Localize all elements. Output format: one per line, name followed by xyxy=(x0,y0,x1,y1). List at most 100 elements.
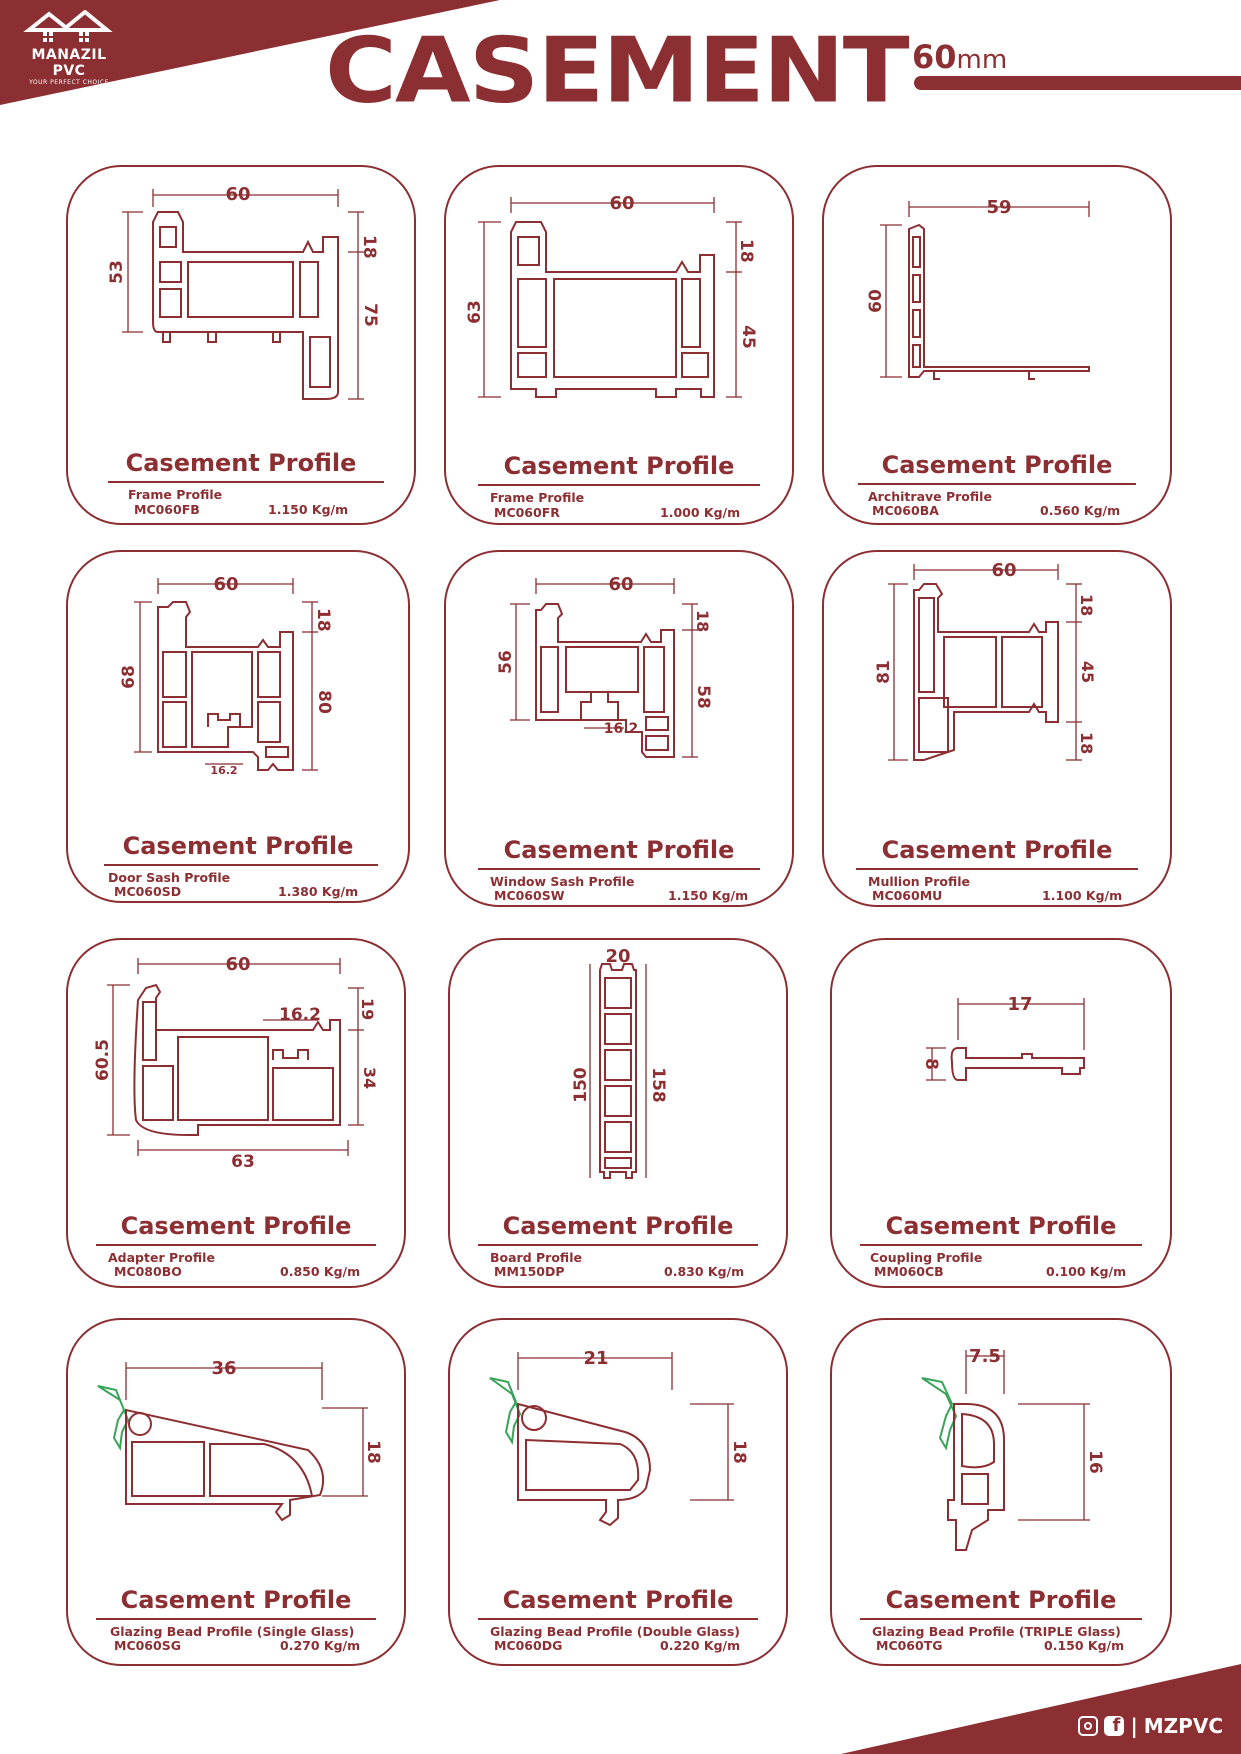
card-weight: 1.100 Kg/m xyxy=(1042,888,1123,903)
card-divider xyxy=(478,868,760,870)
profile-card: 7.5 16 Casement Profile Glazing Bead Pro… xyxy=(830,1318,1172,1666)
dim-label: 16.2 xyxy=(279,1005,321,1025)
gasket-shape xyxy=(489,1377,522,1445)
profile-drawing: 21 18 xyxy=(489,1348,749,1527)
card-title: Casement Profile xyxy=(122,832,354,860)
card-title: Casement Profile xyxy=(125,449,357,477)
card-weight: 0.830 Kg/m xyxy=(664,1264,745,1279)
dim-label: 16.2 xyxy=(210,764,237,777)
profile-drawing: 60 18 81 45 18 xyxy=(874,560,1097,761)
title-size-value: 60 xyxy=(912,38,957,76)
card-weight: 1.000 Kg/m xyxy=(660,505,741,520)
profile-card: 60 16.2 19 60.5 34 63 Casement Profile A… xyxy=(66,938,406,1288)
dim-label: 7.5 xyxy=(969,1346,1001,1367)
card-subtitle: Glazing Bead Profile (Single Glass) xyxy=(110,1624,355,1639)
card-title: Casement Profile xyxy=(120,1212,352,1240)
card-subtitle: Window Sash Profile xyxy=(490,874,635,889)
dim-label: 16 xyxy=(1085,1450,1105,1474)
card-subtitle: Glazing Bead Profile (TRIPLE Glass) xyxy=(872,1624,1121,1639)
profile-drawing: 60 18 56 58 16.2 xyxy=(496,574,713,758)
dim-label: 16.2 xyxy=(604,721,639,737)
card-divider xyxy=(860,1618,1142,1620)
card-code: MC060MU xyxy=(872,888,943,903)
dim-label: 59 xyxy=(986,197,1011,218)
dim-label: 21 xyxy=(583,1348,608,1369)
dim-label: 8 xyxy=(921,1058,941,1070)
dim-label: 18 xyxy=(729,1440,749,1464)
corner-band-top xyxy=(0,0,500,105)
profile-drawing: 60 18 53 75 xyxy=(107,184,380,400)
dim-label: 81 xyxy=(874,660,894,684)
dim-label: 17 xyxy=(1007,994,1032,1015)
dim-label: 45 xyxy=(738,325,758,349)
footer-separator: | xyxy=(1130,1714,1138,1738)
profile-drawing: 60 16.2 19 60.5 34 63 xyxy=(93,954,379,1172)
dim-label: 18 xyxy=(363,1440,383,1464)
card-subtitle: Mullion Profile xyxy=(868,874,970,889)
dim-label: 60 xyxy=(213,574,238,595)
dim-label: 68 xyxy=(119,665,139,689)
profile-card: 60 18 63 45 Casement Profile Frame Profi… xyxy=(444,165,794,525)
dim-label: 56 xyxy=(496,650,516,674)
card-title: Casement Profile xyxy=(885,1586,1117,1614)
card-title: Casement Profile xyxy=(120,1586,352,1614)
profile-drawing: 60 18 63 45 xyxy=(465,193,758,398)
card-divider xyxy=(478,1618,758,1620)
card-subtitle: Glazing Bead Profile (Double Glass) xyxy=(490,1624,740,1639)
dim-label: 158 xyxy=(648,1067,668,1103)
brand-tagline: YOUR PERFECT CHOICE xyxy=(29,79,109,86)
card-subtitle: Board Profile xyxy=(490,1250,582,1265)
profile-card: 17 8 Casement Profile Coupling Profile M… xyxy=(830,938,1172,1288)
facebook-icon[interactable] xyxy=(1104,1715,1125,1736)
dim-label: 53 xyxy=(107,260,127,284)
dim-label: 19 xyxy=(358,998,377,1020)
profile-card: 36 18 Casement Profile Glazing Bead Prof… xyxy=(66,1318,406,1666)
dim-label: 58 xyxy=(693,685,713,709)
corner-band-bottom xyxy=(841,1664,1241,1754)
profile-card: 21 18 Casement Profile Glazing Bead Prof… xyxy=(448,1318,788,1666)
card-divider xyxy=(858,483,1136,485)
title-underline xyxy=(914,76,1241,90)
card-title: Casement Profile xyxy=(885,1212,1117,1240)
card-weight: 0.560 Kg/m xyxy=(1040,503,1121,518)
instagram-icon[interactable] xyxy=(1078,1716,1099,1736)
card-weight: 0.150 Kg/m xyxy=(1044,1638,1125,1653)
card-divider xyxy=(478,1244,758,1246)
card-title: Casement Profile xyxy=(503,836,735,864)
dim-label: 20 xyxy=(605,946,630,967)
card-subtitle: Frame Profile xyxy=(490,490,585,505)
dim-label: 18 xyxy=(313,608,333,632)
page-title: CASEMENT xyxy=(325,18,910,124)
card-code: MC060DG xyxy=(494,1638,563,1653)
card-code: MC060SG xyxy=(114,1638,181,1653)
title-size-unit: mm xyxy=(956,45,1008,75)
card-weight: 0.270 Kg/m xyxy=(280,1638,361,1653)
card-divider xyxy=(856,868,1138,870)
gasket-shape xyxy=(921,1377,958,1451)
card-subtitle: Frame Profile xyxy=(128,487,223,502)
card-weight: 1.150 Kg/m xyxy=(268,502,349,517)
card-title: Casement Profile xyxy=(502,1586,734,1614)
dim-label: 18 xyxy=(736,239,756,263)
card-weight: 0.100 Kg/m xyxy=(1046,1264,1127,1279)
card-subtitle: Adapter Profile xyxy=(108,1250,215,1265)
profile-drawing: 17 8 xyxy=(921,994,1085,1081)
dim-label: 60 xyxy=(608,574,633,595)
profile-card: 60 18 81 45 18 Casement Profile Mullion … xyxy=(822,550,1172,907)
dim-label: 18 xyxy=(359,235,379,259)
card-code: MC060SD xyxy=(114,884,182,899)
card-title: Casement Profile xyxy=(503,452,735,480)
social-footer: | MZPVC xyxy=(1078,1714,1223,1738)
title-size: 60mm xyxy=(912,38,1007,76)
dim-label: 45 xyxy=(1078,661,1097,683)
dim-label: 80 xyxy=(314,690,334,714)
profile-card: 60 18 56 58 16.2 Casement Profile Window… xyxy=(444,550,794,907)
social-handle[interactable]: MZPVC xyxy=(1143,1714,1223,1738)
dim-label: 60 xyxy=(866,289,886,313)
card-weight: 0.850 Kg/m xyxy=(280,1264,361,1279)
card-divider xyxy=(860,1244,1142,1246)
profile-card: 20 150 158 Casement Profile Board Profil… xyxy=(448,938,788,1288)
card-code: MC060FB xyxy=(134,502,200,517)
brand-logo: MANAZIL PVC YOUR PERFECT CHOICE xyxy=(14,10,124,86)
dim-label: 75 xyxy=(360,303,380,327)
